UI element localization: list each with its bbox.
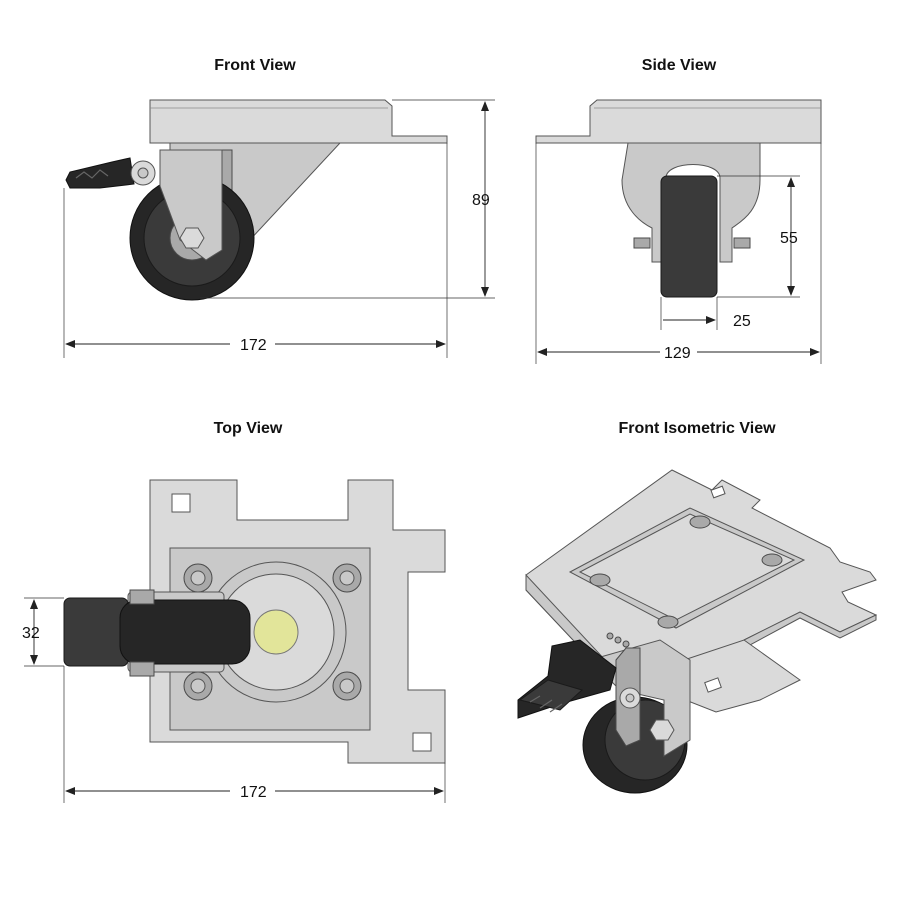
side-mounting-plate (535, 99, 822, 144)
top-view: Top View 32 172 (22, 420, 446, 803)
top-view-title: Top View (214, 420, 283, 437)
front-width-dim: 172 (240, 337, 267, 354)
front-brake-lever (65, 157, 156, 189)
iso-brake-pedal (517, 639, 617, 719)
side-view: Side View 55 25 129 (535, 57, 822, 364)
iso-axle-nut (649, 719, 675, 741)
top-bolt (332, 671, 362, 701)
top-mount-hole (412, 732, 432, 752)
top-width-dim: 172 (240, 784, 267, 801)
front-height-dim: 89 (472, 192, 490, 209)
top-mount-hole (171, 493, 191, 513)
top-wheel-width-dim: 32 (22, 625, 40, 642)
iso-view-title: Front Isometric View (618, 420, 776, 437)
top-brake-hinge (129, 589, 155, 605)
iso-bolt (657, 615, 679, 629)
iso-view: Front Isometric View (517, 420, 878, 794)
top-bolt (332, 563, 362, 593)
top-bolt (183, 563, 213, 593)
side-wheel (660, 175, 718, 298)
iso-bolt (689, 515, 711, 529)
side-wheel-height-dim: 55 (780, 230, 798, 247)
side-wheel-width-dim: 25 (733, 313, 751, 330)
iso-bolt (761, 553, 783, 567)
iso-bolt (589, 573, 611, 587)
side-width-dim: 129 (664, 345, 691, 362)
top-brake-pedal (63, 597, 129, 667)
front-view-title: Front View (214, 57, 296, 74)
top-brake-hinge (129, 661, 155, 677)
side-fork (621, 142, 761, 263)
iso-mount-hole (704, 677, 722, 693)
side-view-title: Side View (642, 57, 717, 74)
top-bolt (183, 671, 213, 701)
front-fork-arm (159, 149, 223, 261)
top-axle-cap (253, 609, 299, 655)
front-view: Front View 89 (63, 57, 495, 358)
front-axle-nut (179, 227, 205, 249)
iso-mount-hole (710, 485, 726, 499)
top-wheel (119, 599, 251, 665)
front-mounting-plate (149, 99, 448, 144)
